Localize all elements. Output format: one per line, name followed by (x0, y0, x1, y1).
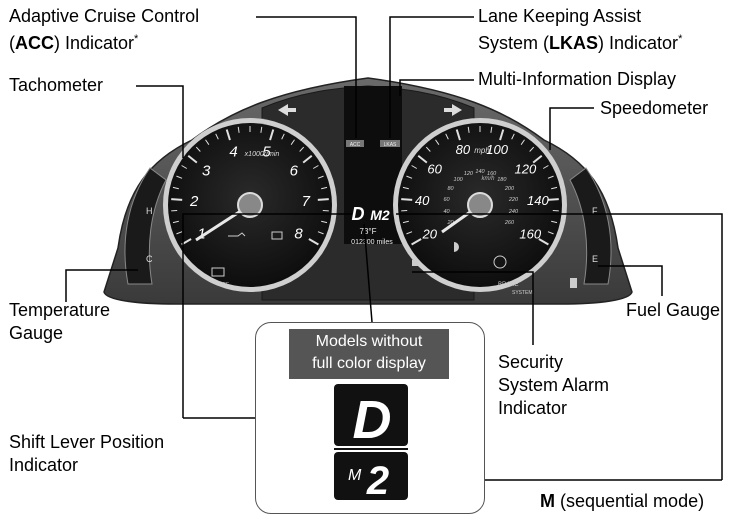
lkas-label-line1: Lane Keeping Assist (478, 5, 682, 28)
security-label-line1: Security (498, 351, 609, 374)
speedometer-label: Speedometer (600, 97, 708, 120)
m-bold: M (540, 491, 555, 511)
speed-number: 120 (514, 161, 536, 176)
tach-number: 7 (302, 193, 311, 210)
shift-label-line1: Shift Lever Position (9, 431, 164, 454)
kmh-number: 220 (508, 197, 519, 203)
tachometer-leader-line (136, 86, 183, 158)
temp-h-tag: H (146, 206, 153, 216)
tach-number: 2 (189, 193, 199, 210)
speedometer-leader-line (550, 108, 594, 150)
security-label-line3: Indicator (498, 397, 609, 420)
speed-tick (401, 199, 412, 200)
inset-caption-line2: full color display (289, 353, 449, 375)
security-label: Security System Alarm Indicator (498, 351, 609, 420)
inset-caption: Models without full color display (289, 329, 449, 379)
kmh-number: 260 (504, 220, 515, 226)
kmh-number: 80 (447, 186, 454, 192)
kmh-number: 60 (443, 197, 450, 203)
tach-number: 3 (202, 162, 211, 179)
tach-number: 6 (290, 162, 299, 179)
lkas-label-line2: System (LKAS) Indicator* (478, 28, 682, 55)
temperature-label-line2: Gauge (9, 322, 110, 345)
acc-tag: ACC (350, 142, 361, 148)
fuel-e-tag: E (592, 254, 598, 264)
lkas-label: Lane Keeping Assist System (LKAS) Indica… (478, 5, 682, 55)
fuel-label: Fuel Gauge (626, 299, 720, 322)
tach-number: 8 (294, 225, 303, 242)
lkas-tag: LKAS (384, 142, 397, 148)
temperature-label: Temperature Gauge (9, 299, 110, 345)
gear-display: D (352, 204, 365, 224)
speed-number: 60 (427, 161, 442, 176)
lkas-close: ) Indicator (598, 33, 678, 53)
inset-caption-line1: Models without (289, 331, 449, 353)
mode-display: M2 (370, 207, 390, 223)
odometer: 012300 miles (351, 239, 393, 246)
kmh-number: 180 (497, 177, 507, 183)
tach-tick (318, 199, 329, 200)
shift-label-line2: Indicator (9, 454, 164, 477)
tach-number: 4 (229, 144, 237, 161)
m-rest: (sequential mode) (555, 491, 704, 511)
acc-label: Adaptive Cruise Control (ACC) Indicator* (9, 5, 199, 55)
mid-label: Multi-Information Display (478, 68, 676, 91)
acc-close: ) Indicator (54, 33, 134, 53)
speed-unit-label: mph (474, 146, 490, 155)
speed-number: 20 (422, 227, 438, 242)
speed-number: 80 (456, 142, 471, 157)
lkas-prefix: System ( (478, 33, 549, 53)
security-alarm-icon (412, 260, 418, 266)
acc-label-line2: (ACC) Indicator* (9, 28, 199, 55)
temp-c-tag: C (146, 254, 153, 264)
kmh-number: 140 (475, 169, 485, 175)
tachometer-label: Tachometer (9, 74, 103, 97)
speed-tick (548, 199, 559, 200)
acc-bold: ACC (15, 33, 54, 53)
kmh-unit-label: km/h (481, 176, 495, 182)
lkas-star: * (678, 33, 682, 45)
speed-number: 40 (415, 193, 430, 208)
security-label-line2: System Alarm (498, 374, 609, 397)
temperature-label-line1: Temperature (9, 299, 110, 322)
lkas-bold: LKAS (549, 33, 598, 53)
m-sequential-label: M (sequential mode) (540, 490, 704, 513)
speed-number: 160 (519, 227, 541, 242)
shift-label: Shift Lever Position Indicator (9, 431, 164, 477)
kmh-number: 100 (454, 177, 464, 183)
fuel-pump-icon (570, 278, 577, 288)
brake-tag: BRAKE (498, 282, 518, 288)
kmh-number: 120 (464, 171, 474, 177)
system-tag: SYSTEM (512, 290, 533, 296)
acc-label-line1: Adaptive Cruise Control (9, 5, 199, 28)
off-tag: OFF (219, 282, 229, 288)
tach-tick (171, 199, 182, 200)
outside-temp: 73°F (360, 227, 377, 236)
tach-unit-label: x1000r/min (244, 151, 280, 158)
acc-star: * (134, 33, 138, 45)
kmh-number: 200 (504, 186, 515, 192)
speed-number: 140 (527, 193, 549, 208)
